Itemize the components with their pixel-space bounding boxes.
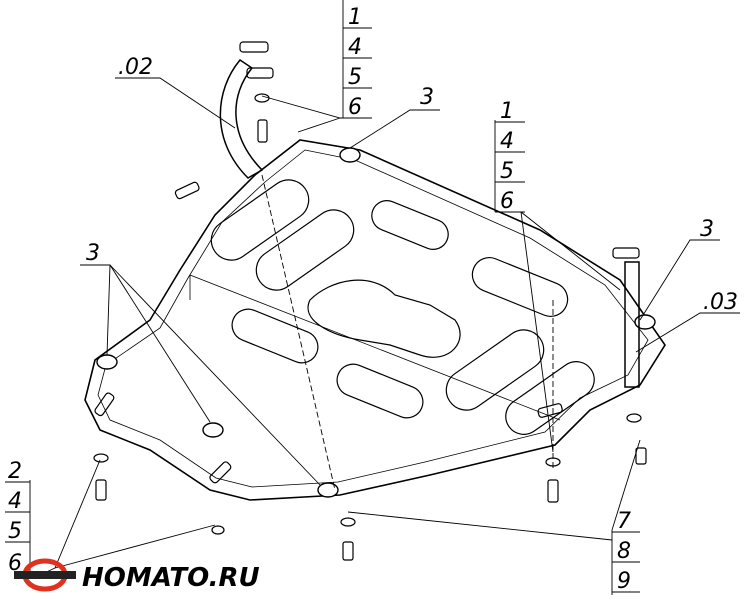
- callout-bottom-9: 9: [617, 569, 631, 594]
- fastener-plates: [94, 181, 563, 484]
- bolt: [547, 479, 559, 503]
- callout-left-6: 6: [8, 551, 22, 576]
- callout-lines: [5, 0, 640, 595]
- callout-part-02: .02: [118, 55, 153, 80]
- boss: [317, 482, 339, 498]
- boss: [96, 354, 118, 370]
- rib: [231, 308, 319, 364]
- leader-3-left: [109, 264, 321, 486]
- leader-lines: [15, 77, 740, 576]
- leader-right: [520, 211, 554, 453]
- callout-part-03: .03: [703, 290, 738, 315]
- bolt: [257, 119, 268, 143]
- callout-bottom-8: 8: [617, 539, 631, 564]
- skid-plate-outline: [84, 139, 666, 501]
- leader-top: [261, 95, 343, 119]
- bolt: [635, 447, 647, 465]
- bracket-03: [624, 261, 640, 388]
- callout-right-6: 6: [500, 189, 514, 214]
- central-rib: [307, 279, 461, 358]
- callout-right-4: 4: [500, 129, 514, 154]
- boss: [339, 147, 361, 163]
- leader-bottom-right: [611, 439, 641, 531]
- bolts: [93, 93, 647, 561]
- bracket-02: [219, 59, 264, 179]
- brand-logo: HOMATO.RU: [14, 558, 260, 593]
- skid-plate-inner-edge: [97, 149, 649, 488]
- brand-text: HOMATO.RU: [82, 563, 260, 593]
- washer: [254, 93, 270, 103]
- callout-top-5: 5: [348, 65, 362, 90]
- callout-left-5: 5: [8, 519, 22, 544]
- callout-right-5: 5: [500, 159, 514, 184]
- callout-left-4: 4: [8, 489, 22, 514]
- logo-bar-icon: [14, 571, 76, 579]
- rib: [336, 363, 424, 419]
- bracket-plate: [612, 247, 640, 259]
- plate: [209, 461, 232, 484]
- rib: [255, 209, 355, 291]
- bolt: [342, 541, 354, 561]
- bracket-plate: [239, 41, 269, 53]
- rib: [445, 329, 545, 411]
- callout-top-4: 4: [348, 35, 362, 60]
- plate: [537, 403, 563, 418]
- boss: [202, 422, 224, 438]
- rib: [471, 257, 569, 317]
- plate: [94, 392, 115, 417]
- stiffening-ribs: [210, 179, 595, 435]
- callout-bottom-7: 7: [617, 509, 631, 534]
- bracket-plate: [246, 67, 274, 79]
- leader-02: [115, 77, 236, 129]
- leader-bottom-right: [347, 511, 613, 541]
- callout-left-2: 2: [8, 459, 22, 484]
- rib: [210, 179, 310, 261]
- leader-3-left: [80, 264, 111, 356]
- washer: [626, 413, 642, 423]
- leader-03: [635, 312, 740, 353]
- boss: [634, 314, 656, 330]
- leader-right: [495, 211, 621, 291]
- leader-3-left: [109, 264, 211, 423]
- axis-line: [261, 174, 336, 491]
- leader-top: [297, 117, 341, 133]
- plate: [174, 181, 200, 200]
- mounting-bosses: [96, 147, 656, 498]
- rib: [371, 200, 449, 250]
- callout-3-left: 3: [86, 241, 100, 266]
- washer: [211, 525, 225, 535]
- leader-bottom-left: [54, 524, 216, 569]
- washer: [93, 453, 109, 463]
- bend-line: [189, 274, 561, 421]
- callout-right-1: 1: [500, 99, 514, 124]
- callout-top-6: 6: [348, 95, 362, 120]
- bolt: [95, 479, 107, 501]
- washer: [340, 517, 356, 527]
- callout-top-1: 1: [348, 5, 362, 30]
- callout-3-right: 3: [700, 217, 714, 242]
- leader-3-top: [349, 109, 440, 149]
- callout-3-top: 3: [420, 85, 434, 110]
- leader-bottom-left: [54, 459, 101, 569]
